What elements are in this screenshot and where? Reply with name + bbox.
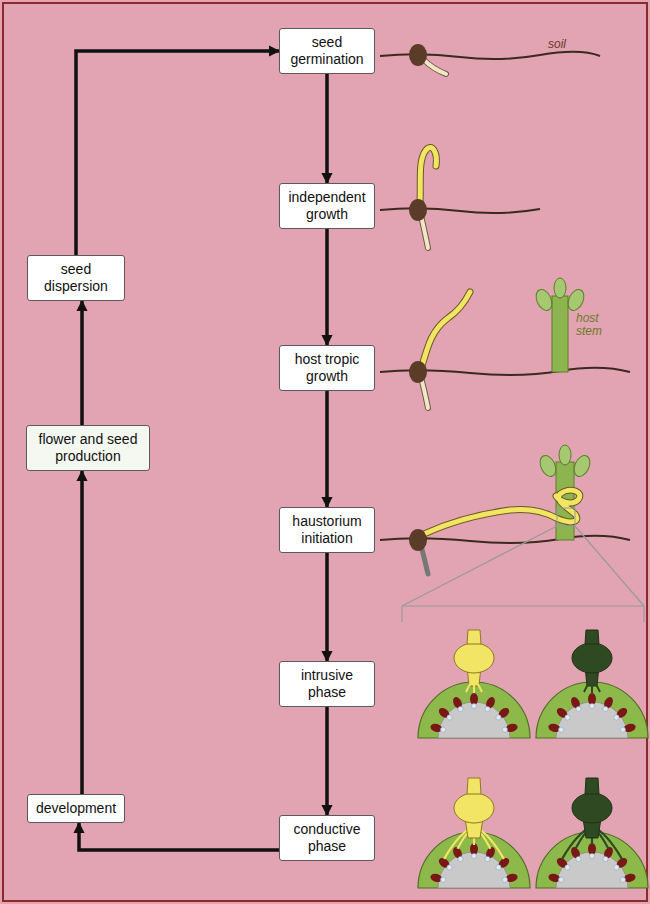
stage-box: seed germination xyxy=(279,28,375,74)
stage-label: development xyxy=(34,800,118,817)
stage-label: intrusive phase xyxy=(286,667,368,701)
stage-box: conductive phase xyxy=(279,815,375,861)
stage-label: host tropic growth xyxy=(286,351,368,385)
cycle-arrow xyxy=(325,229,329,345)
stage-box: intrusive phase xyxy=(279,661,375,707)
stage-box: flower and seed production xyxy=(26,425,150,471)
figure-label: soil xyxy=(548,38,588,51)
cycle-arrow xyxy=(325,707,329,815)
cycle-arrow xyxy=(79,823,279,850)
cycle-arrow xyxy=(76,51,279,255)
stage-box: development xyxy=(27,794,125,823)
cycle-arrow xyxy=(80,471,84,794)
stage-label: conductive phase xyxy=(286,821,368,855)
cycle-arrow xyxy=(325,74,329,183)
cycle-arrow xyxy=(325,553,329,661)
figure-label: host stem xyxy=(576,312,610,338)
cycle-arrow xyxy=(325,391,329,507)
cycle-arrow xyxy=(80,301,84,425)
stage-label: flower and seed production xyxy=(33,431,143,465)
stage-box: haustorium initiation xyxy=(279,507,375,553)
stage-label: independent growth xyxy=(286,189,368,223)
stage-box: seed dispersion xyxy=(27,255,125,301)
stage-box: independent growth xyxy=(279,183,375,229)
stage-label: seed dispersion xyxy=(34,261,118,295)
stage-box: host tropic growth xyxy=(279,345,375,391)
stage-label: haustorium initiation xyxy=(286,513,368,547)
stage-label: seed germination xyxy=(286,34,368,68)
